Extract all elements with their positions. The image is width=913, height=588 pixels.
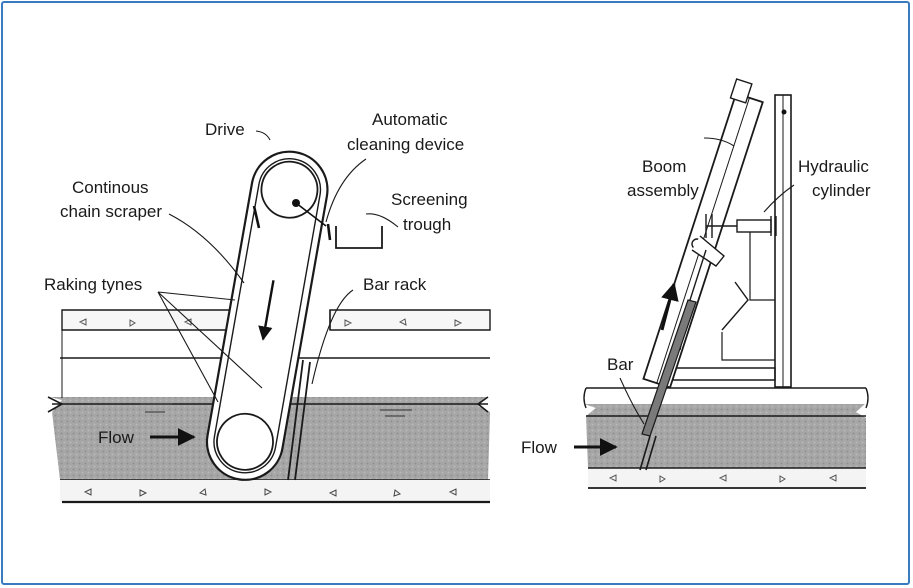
label-bar-rack: Bar rack bbox=[363, 275, 427, 294]
drive-sprocket bbox=[260, 160, 319, 219]
hydraulic-cylinder bbox=[736, 219, 772, 233]
left-bottom-slab bbox=[60, 480, 490, 502]
label-boom-line1: Boom bbox=[642, 157, 686, 176]
label-continous-line1: Continous bbox=[72, 178, 149, 197]
bar-rack bbox=[287, 359, 304, 481]
right-catenary-screen: Boom assembly Hydraulic cylinder Bar Flo… bbox=[521, 78, 871, 489]
label-hydraulic-line1: Hydraulic bbox=[798, 157, 869, 176]
right-water bbox=[584, 404, 866, 468]
label-hydraulic-line2: cylinder bbox=[812, 181, 871, 200]
left-mechanically-cleaned-screen: Drive Automatic cleaning device Continou… bbox=[44, 110, 491, 504]
label-automatic-line1: Automatic bbox=[372, 110, 448, 129]
lower-sprocket bbox=[216, 412, 274, 471]
label-bar: Bar bbox=[607, 355, 634, 374]
label-drive: Drive bbox=[205, 120, 245, 139]
label-screening-line2: trough bbox=[403, 215, 451, 234]
label-flow-right: Flow bbox=[521, 438, 558, 457]
label-flow-left: Flow bbox=[98, 428, 135, 447]
label-automatic-line2: cleaning device bbox=[347, 135, 464, 154]
label-boom-line2: assembly bbox=[627, 181, 699, 200]
label-screening-line1: Screening bbox=[391, 190, 468, 209]
label-continous-line2: chain scraper bbox=[60, 202, 162, 221]
label-raking-tynes: Raking tynes bbox=[44, 275, 142, 294]
screening-trough bbox=[335, 226, 383, 249]
